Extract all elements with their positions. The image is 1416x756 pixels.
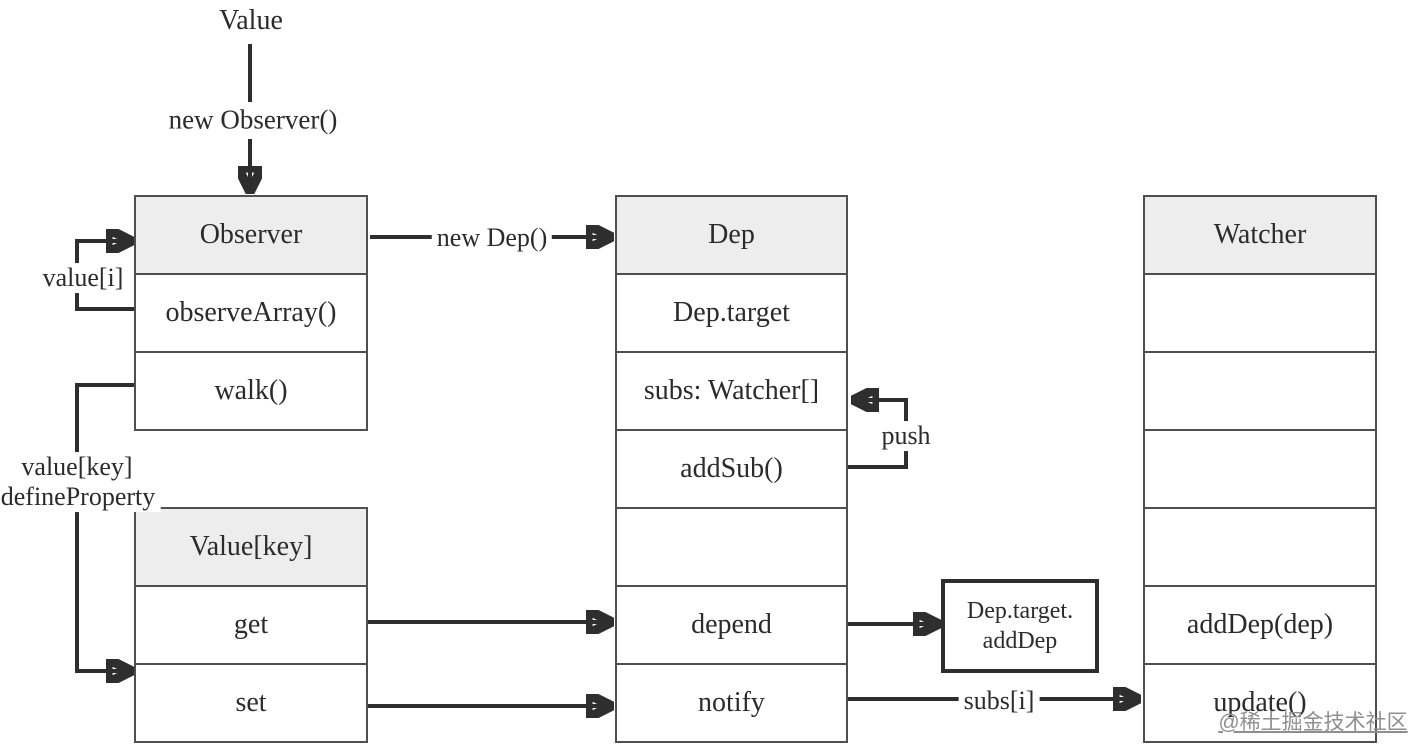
value-key-box-title: Value[key] bbox=[189, 531, 313, 562]
observer-box-header: Observer bbox=[136, 197, 366, 273]
dep-cell-dep-target: Dep.target bbox=[617, 273, 846, 351]
value-key-box-header: Value[key] bbox=[136, 509, 366, 585]
dep-target-adddep-box: Dep.target. addDep bbox=[941, 579, 1099, 673]
dep-cell-empty bbox=[617, 507, 846, 585]
value-key-label: value[key] bbox=[16, 452, 138, 482]
dep-cell-addsub: addSub() bbox=[617, 429, 846, 507]
dep-cell-notify: notify bbox=[617, 663, 846, 741]
watcher-cell-empty-2 bbox=[1145, 351, 1375, 429]
subs-i-label: subs[i] bbox=[958, 686, 1040, 716]
observer-cell-observearray: observeArray() bbox=[136, 273, 366, 351]
watcher-box-header: Watcher bbox=[1145, 197, 1375, 273]
watcher-cell-empty-4 bbox=[1145, 507, 1375, 585]
dep-cell-depend: depend bbox=[617, 585, 846, 663]
value-label: Value bbox=[214, 5, 288, 37]
value-key-box: Value[key] get set bbox=[134, 507, 368, 743]
dep-box: Dep Dep.target subs: Watcher[] addSub() … bbox=[615, 195, 848, 743]
juejin-watermark: @稀土掘金技术社区 bbox=[1218, 711, 1408, 734]
value-i-label: value[i] bbox=[37, 263, 129, 293]
value-key-cell-set: set bbox=[136, 663, 366, 741]
watcher-cell-empty-1 bbox=[1145, 273, 1375, 351]
define-property-label: defineProperty bbox=[0, 482, 161, 512]
dep-cell-subs-watcher: subs: Watcher[] bbox=[617, 351, 846, 429]
watcher-cell-adddep: addDep(dep) bbox=[1145, 585, 1375, 663]
observer-cell-walk: walk() bbox=[136, 351, 366, 429]
new-observer-label: new Observer() bbox=[163, 104, 343, 136]
new-dep-label: new Dep() bbox=[431, 223, 553, 253]
value-key-cell-get: get bbox=[136, 585, 366, 663]
observer-box-title: Observer bbox=[199, 219, 303, 250]
observer-box: Observer observeArray() walk() bbox=[134, 195, 368, 431]
dep-target-adddep-line2: addDep bbox=[982, 628, 1058, 654]
dep-box-title: Dep bbox=[708, 219, 755, 250]
push-label: push bbox=[876, 421, 936, 451]
watcher-cell-update: update() bbox=[1145, 663, 1375, 741]
watcher-box: Watcher addDep(dep) update() bbox=[1143, 195, 1377, 743]
dep-box-header: Dep bbox=[617, 197, 846, 273]
edge-define-property bbox=[75, 383, 135, 671]
watcher-cell-empty-3 bbox=[1145, 429, 1375, 507]
dep-target-adddep-line1: Dep.target. bbox=[966, 598, 1074, 624]
watcher-box-title: Watcher bbox=[1213, 219, 1307, 250]
